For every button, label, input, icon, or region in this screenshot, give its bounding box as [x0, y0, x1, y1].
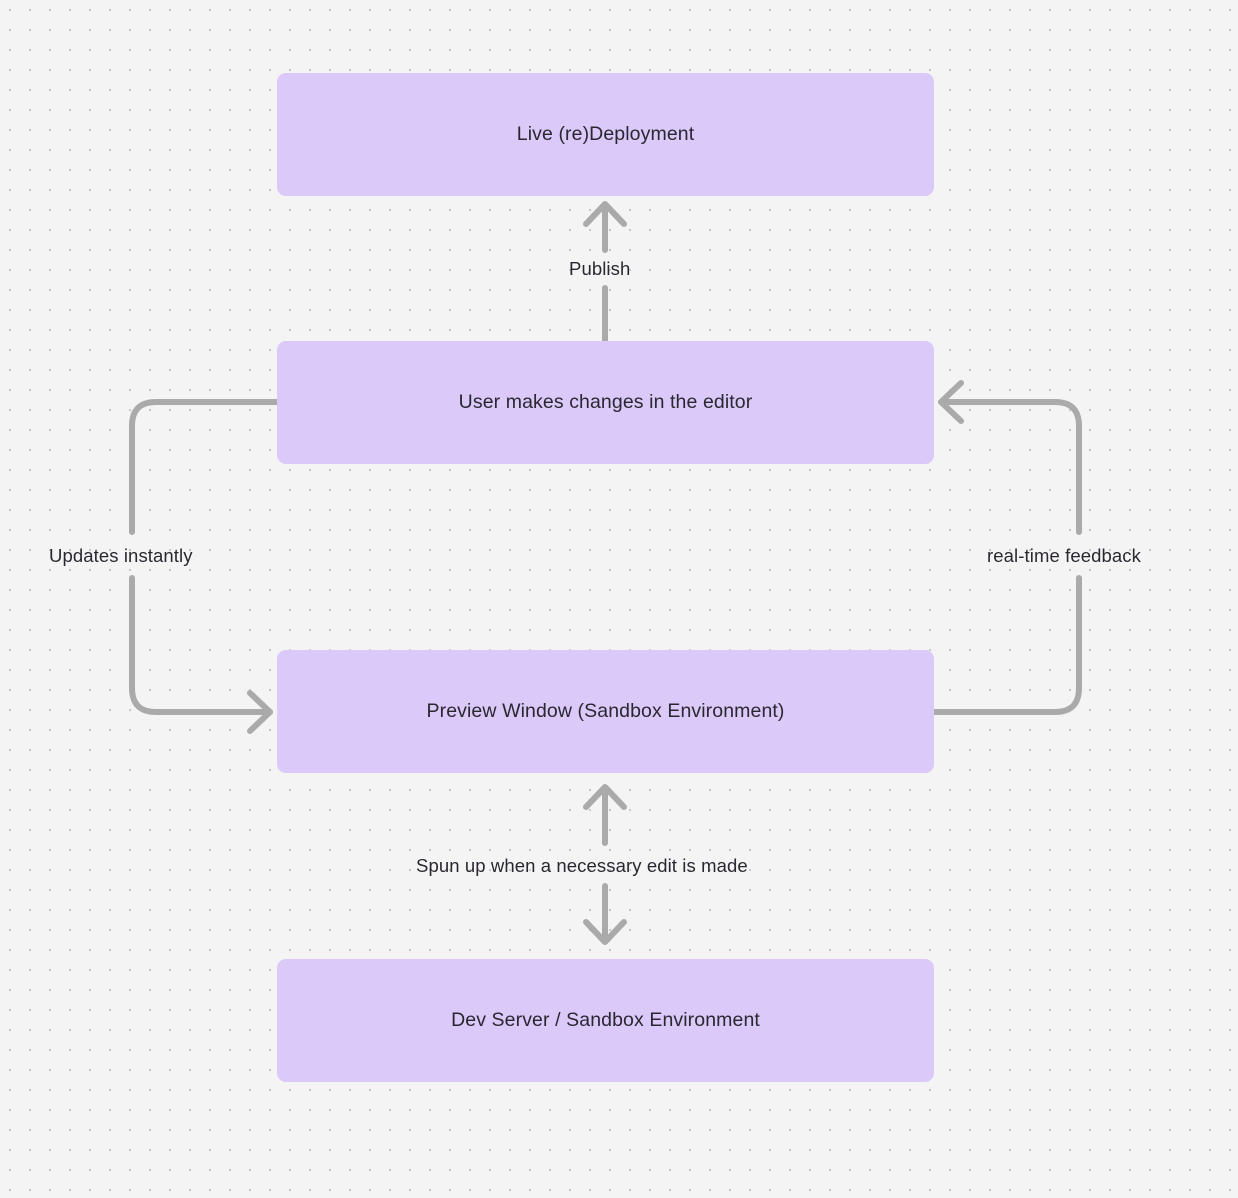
edge-updates-segment-upper	[129, 399, 280, 535]
edge-real-time-feedback[interactable]	[931, 380, 1082, 715]
edge-spunup-arrowhead-down	[583, 919, 627, 945]
node-dev-server[interactable]: Dev Server / Sandbox Environment	[277, 959, 934, 1082]
edge-updates-arrowhead-right	[247, 690, 273, 734]
node-live-redeployment-label: Live (re)Deployment	[516, 123, 695, 146]
edge-spunup-arrowhead-up	[583, 784, 627, 810]
edge-spun-up[interactable]	[583, 784, 627, 945]
node-dev-server-label: Dev Server / Sandbox Environment	[451, 1009, 760, 1032]
edge-label-spun-up: Spun up when a necessary edit is made	[416, 855, 748, 876]
edge-publish-arrowhead-up	[583, 201, 627, 227]
edge-label-updates-instantly: Updates instantly	[49, 545, 193, 566]
node-preview-window[interactable]: Preview Window (Sandbox Environment)	[277, 650, 934, 773]
edge-publish[interactable]	[583, 201, 627, 344]
edge-realtime-arrowhead-left	[938, 380, 964, 424]
node-preview-window-label: Preview Window (Sandbox Environment)	[426, 700, 785, 723]
edge-label-publish: Publish	[569, 258, 631, 279]
node-live-redeployment[interactable]: Live (re)Deployment	[277, 73, 934, 196]
edge-label-real-time-feedback: real-time feedback	[987, 545, 1141, 566]
edge-realtime-segment-upper	[938, 399, 1082, 535]
node-user-makes-changes-label: User makes changes in the editor	[458, 391, 753, 414]
node-user-makes-changes[interactable]: User makes changes in the editor	[277, 341, 934, 464]
edge-updates-instantly[interactable]	[129, 399, 280, 734]
edge-realtime-segment-lower	[931, 575, 1082, 715]
edge-updates-segment-lower	[129, 575, 273, 715]
